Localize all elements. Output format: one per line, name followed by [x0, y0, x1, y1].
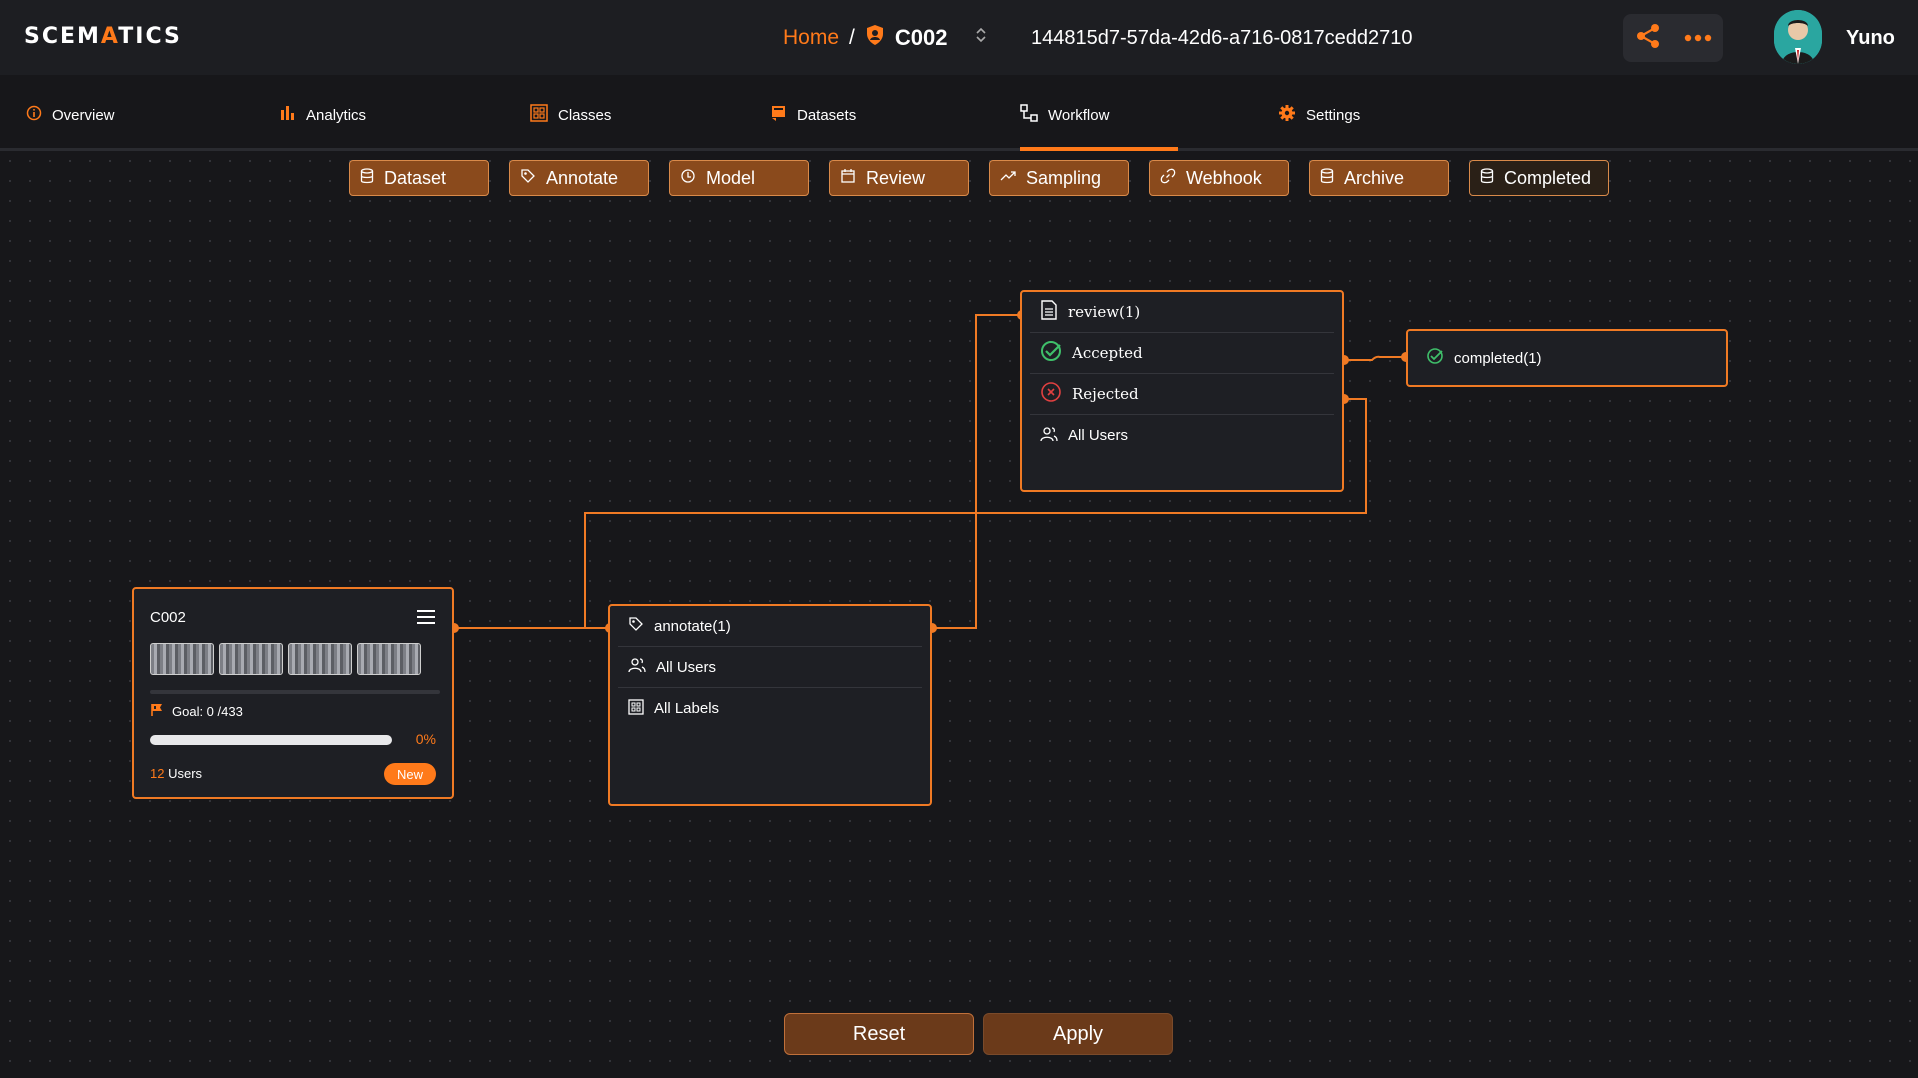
tab-overview[interactable]: Overview: [26, 103, 115, 127]
tab-datasets[interactable]: Datasets: [771, 103, 856, 127]
dataset-users: 12 Users: [150, 766, 203, 781]
thumbnail-image[interactable]: [150, 643, 214, 675]
review-node[interactable]: review(1) Accepted Rejected All Users: [1020, 290, 1344, 492]
review-node-rejected: Rejected: [1030, 374, 1334, 415]
palette-sampling-button[interactable]: Sampling: [989, 160, 1129, 196]
nav-tabs: Overview Analytics Classes Datasets Work…: [0, 75, 1918, 152]
username[interactable]: Yuno: [1846, 27, 1895, 49]
review-node-title: review(1): [1030, 292, 1334, 333]
wire-review-accepted-to-completed: [1344, 355, 1406, 361]
palette-archive-button[interactable]: Archive: [1309, 160, 1449, 196]
check-circle-icon: [1040, 340, 1062, 366]
tag-icon: [628, 616, 644, 636]
document-icon: [1040, 300, 1058, 324]
hamburger-menu-icon[interactable]: [416, 609, 436, 625]
project-id: 144815d7-57da-42d6-a716-0817cedd2710: [1031, 27, 1413, 49]
reset-button[interactable]: Reset: [784, 1013, 974, 1055]
dataset-progress-label: 0%: [415, 731, 436, 747]
top-header: SCEMATICS Home / C002 144815d7-57da-42d6…: [0, 0, 1918, 75]
tab-workflow[interactable]: Workflow: [1020, 103, 1109, 127]
breadcrumb-project[interactable]: C002: [894, 25, 948, 50]
tab-classes[interactable]: Classes: [530, 103, 611, 127]
shield-icon: [865, 24, 885, 52]
database-icon: [1480, 167, 1494, 189]
more-options-icon[interactable]: [1684, 29, 1712, 47]
breadcrumb: Home / C002: [783, 22, 987, 54]
bar-chart-icon: [280, 105, 296, 125]
chevron-up-down-icon[interactable]: [975, 26, 987, 50]
annotate-node-title: annotate(1): [618, 606, 922, 647]
tag-icon: [520, 168, 536, 189]
dataset-node-title: C002: [150, 609, 186, 626]
dataset-icon: [771, 105, 787, 125]
palette-completed-button[interactable]: Completed: [1469, 160, 1609, 196]
x-circle-icon: [1040, 381, 1062, 407]
breadcrumb-separator: /: [849, 26, 855, 49]
review-node-users: All Users: [1030, 415, 1334, 456]
annotate-node-labels: All Labels: [618, 688, 922, 729]
palette-dataset-button[interactable]: Dataset: [349, 160, 489, 196]
avatar[interactable]: [1774, 10, 1822, 64]
review-node-accepted: Accepted: [1030, 333, 1334, 374]
share-icon[interactable]: [1634, 22, 1662, 55]
status-badge: New: [384, 763, 436, 785]
completed-node-title: completed(1): [1416, 331, 1718, 385]
dataset-progress-bar: [150, 735, 392, 745]
users-icon: [1040, 426, 1058, 446]
dataset-thumbnails: [150, 643, 421, 675]
breadcrumb-home[interactable]: Home: [783, 26, 840, 49]
database-icon: [360, 167, 374, 189]
link-icon: [1160, 168, 1176, 189]
trend-icon: [1000, 168, 1016, 189]
thumbnail-image[interactable]: [288, 643, 352, 675]
flag-icon: [150, 703, 164, 720]
tab-analytics[interactable]: Analytics: [280, 103, 366, 127]
thumbnail-image[interactable]: [219, 643, 283, 675]
completed-node[interactable]: completed(1): [1406, 329, 1728, 387]
wire-review-rejected-to-annotate: [584, 398, 1367, 629]
workflow-icon: [1020, 104, 1038, 126]
wire-annotate-to-review: [932, 314, 1022, 629]
palette-annotate-button[interactable]: Annotate: [509, 160, 649, 196]
palette-model-button[interactable]: Model: [669, 160, 809, 196]
info-icon: [26, 105, 42, 125]
check-circle-icon: [1426, 347, 1444, 369]
dataset-node[interactable]: C002 Goal: 0 /433 0% 12 Users New: [132, 587, 454, 799]
annotate-node[interactable]: annotate(1) All Users All Labels: [608, 604, 932, 806]
palette-review-button[interactable]: Review: [829, 160, 969, 196]
calendar-icon: [840, 168, 856, 189]
model-icon: [680, 168, 696, 189]
database-icon: [1320, 167, 1334, 189]
thumbnail-image[interactable]: [357, 643, 421, 675]
gear-icon: [1278, 104, 1296, 126]
palette-webhook-button[interactable]: Webhook: [1149, 160, 1289, 196]
apply-button[interactable]: Apply: [983, 1013, 1173, 1055]
users-icon: [628, 657, 646, 677]
header-actions: [1623, 14, 1723, 62]
active-tab-indicator: [1020, 147, 1178, 152]
divider: [150, 690, 440, 694]
tab-settings[interactable]: Settings: [1278, 103, 1360, 127]
app-logo[interactable]: SCEMATICS: [24, 24, 182, 49]
dataset-goal: Goal: 0 /433: [150, 703, 243, 720]
grid-icon: [530, 104, 548, 126]
annotate-node-users: All Users: [618, 647, 922, 688]
grid-icon: [628, 698, 644, 719]
